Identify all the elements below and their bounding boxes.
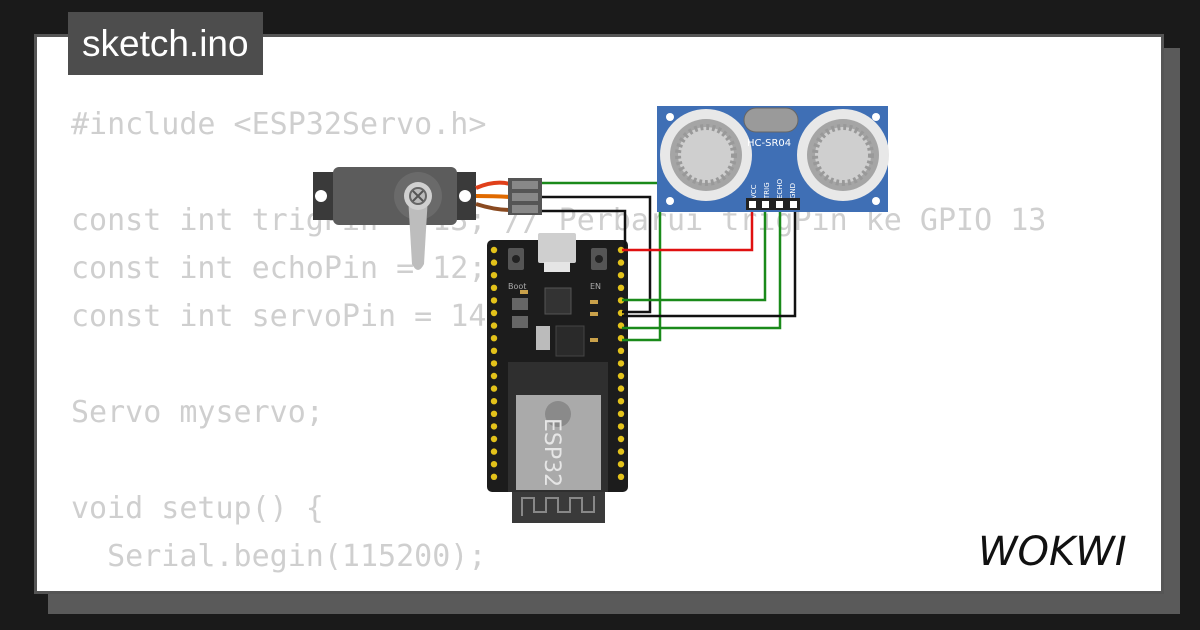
gpio-pin[interactable] [490,309,498,317]
sensor-pin[interactable] [749,201,756,208]
gpio-pin[interactable] [617,410,625,417]
code-line: pinMode(trigPin, OUTPUT); [71,581,1046,591]
en-label: EN [590,282,601,291]
gpio-pin[interactable] [490,473,498,480]
file-name-tab[interactable]: sketch.ino [68,12,263,75]
gpio-pin[interactable] [490,398,498,405]
code-line: Servo myservo; [71,395,324,430]
esp32-antenna [512,488,605,523]
gpio-pin[interactable] [617,473,625,480]
boot-button[interactable] [512,255,520,263]
gpio-pin[interactable] [617,347,625,354]
wire-servo-signal [540,181,662,342]
gpio-pin[interactable] [617,272,625,279]
gpio-pin[interactable] [490,297,498,304]
gpio-pin[interactable] [490,461,498,468]
gpio-pin[interactable] [617,423,625,430]
gpio-pin[interactable] [490,246,498,254]
gpio-pin[interactable] [490,347,498,354]
wire-sensor-trig [622,200,767,302]
svg-text:WOKWI: WOKWI [978,529,1127,575]
gpio-pin[interactable] [617,435,625,443]
sensor-pin[interactable] [762,201,769,208]
pin-label-vcc: VCC [750,184,758,199]
gpio-pin[interactable] [490,284,498,291]
code-line: const int echoPin = 12; [71,251,487,286]
transducer-left-icon [660,109,752,201]
code-line: void setup() { [71,491,324,526]
gpio-pin[interactable] [617,385,625,392]
sensor-pin[interactable] [776,201,783,208]
esp32-board[interactable]: Boot EN ESP32 [487,233,628,492]
gpio-pin[interactable] [490,360,498,367]
pin-label-echo: ECHO [776,178,784,199]
wire-servo-vcc [540,209,627,248]
gpio-pin[interactable] [490,410,498,417]
servo-screw-icon [412,190,424,202]
usb-port [538,233,576,263]
gpio-pin[interactable] [490,372,498,380]
gpio-pin[interactable] [617,284,625,291]
gpio-pin[interactable] [617,398,625,405]
gpio-pin[interactable] [617,372,625,380]
transducer-right-icon [797,109,889,201]
gpio-pin[interactable] [490,435,498,443]
wire-sensor-gnd [622,200,797,318]
gpio-pin[interactable] [617,461,625,468]
gpio-pin[interactable] [617,246,625,254]
sensor-pin[interactable] [790,201,797,208]
gpio-pin[interactable] [617,448,625,455]
code-line: const int servoPin = 14; [71,299,505,334]
gpio-pin[interactable] [490,335,498,342]
left-pin-header [490,246,498,480]
pin-label-gnd: GND [789,183,797,199]
gpio-pin[interactable] [617,360,625,367]
wiring [540,181,797,342]
gpio-pin[interactable] [490,385,498,392]
sensor-label: HC-SR04 [747,138,791,149]
code-line: Serial.begin(115200); [71,539,487,574]
wire-servo-gnd [540,195,652,314]
wire-sensor-vcc [622,200,754,252]
espressif-logo-icon [545,401,571,427]
servo-horn [408,196,428,270]
esp32-chip-label: ESP32 [539,418,564,487]
code-line: #include <ESP32Servo.h> [71,107,487,142]
boot-label: Boot [508,282,526,291]
gpio-pin[interactable] [490,423,498,430]
wokwi-logo: WOKWI [978,529,1127,575]
servo-motor[interactable] [313,167,542,270]
wire-sensor-echo [622,200,782,330]
gpio-pin[interactable] [490,272,498,279]
pin-label-trig: TRIG [763,182,771,200]
gpio-pin[interactable] [490,322,498,329]
gpio-pin[interactable] [490,448,498,455]
gpio-pin[interactable] [490,259,498,266]
en-button[interactable] [595,255,603,263]
gpio-pin[interactable] [617,259,625,266]
hc-sr04-sensor[interactable]: HC-SR04 VCC TRIG ECHO GND [657,106,889,212]
